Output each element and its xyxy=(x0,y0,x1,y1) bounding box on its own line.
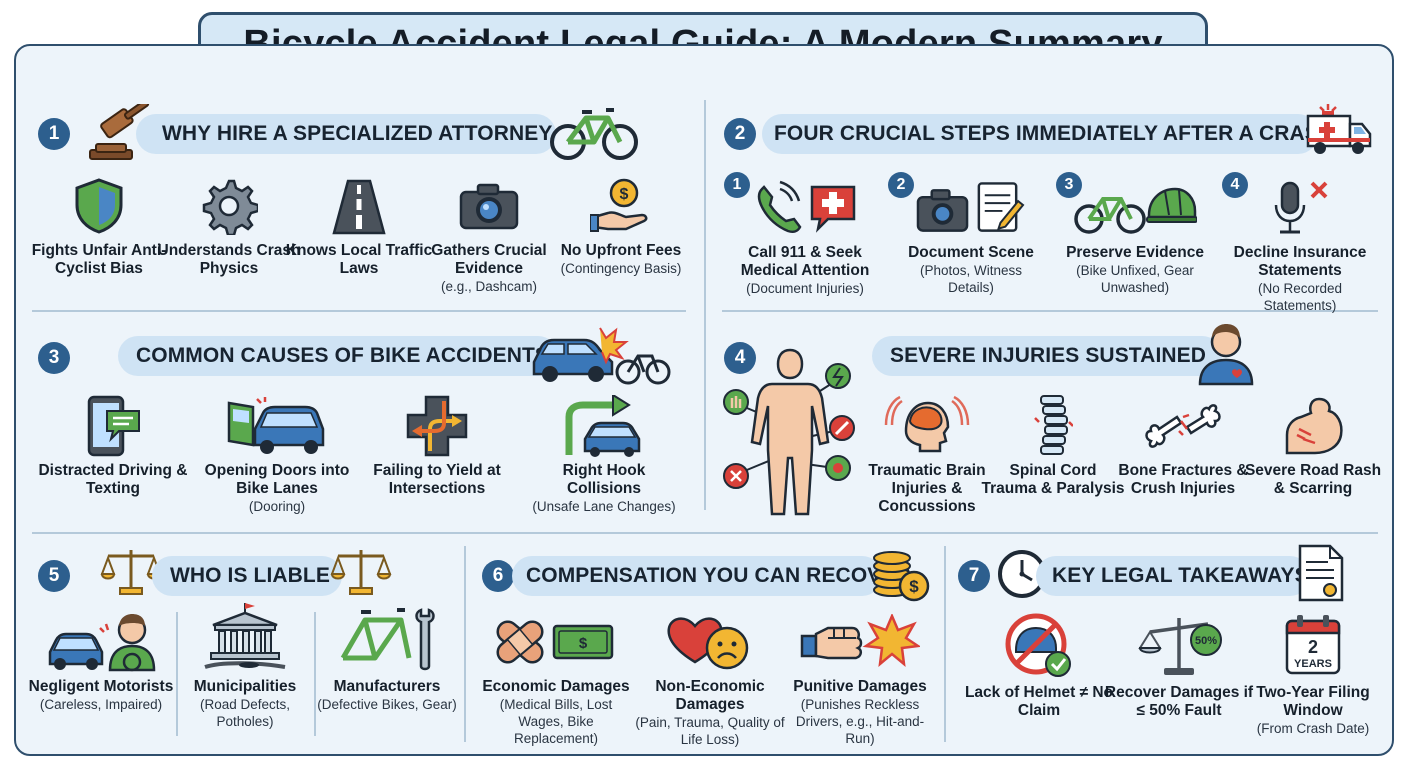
svg-text:$: $ xyxy=(579,635,588,652)
takeaway-item: Lack of Helmet ≠ No Claim xyxy=(964,612,1114,720)
section-number: 4 xyxy=(724,342,756,374)
section-number: 5 xyxy=(38,560,70,592)
section-heading: KEY LEGAL TAKEAWAYS xyxy=(1036,556,1310,596)
divider xyxy=(176,612,178,736)
section-number: 1 xyxy=(38,118,70,150)
injury-item: Bone Fractures & Crush Injuries xyxy=(1108,396,1258,498)
right-turn-icon xyxy=(559,395,649,457)
section-heading: COMPENSATION YOU CAN RECOVER xyxy=(512,556,911,596)
svg-text:$: $ xyxy=(620,186,629,203)
car-door-icon xyxy=(227,396,327,456)
section-number: 2 xyxy=(724,118,756,150)
accident-cause-item: Opening Doors into Bike Lanes (Dooring) xyxy=(202,396,352,515)
clock-icon xyxy=(996,548,1048,600)
bandage-cash-icon: $ xyxy=(496,612,616,672)
phone-icon xyxy=(750,178,860,238)
brain-icon xyxy=(882,395,972,456)
accident-cause-item: Right Hook Collisions (Unsafe Lane Chang… xyxy=(524,395,684,515)
accident-cause-item: Failing to Yield at Intersections xyxy=(362,395,512,498)
patient-icon xyxy=(1196,322,1256,386)
helmet-check-icon xyxy=(1004,612,1074,678)
camera-notes-icon xyxy=(916,178,1026,238)
injury-item: Traumatic Brain Injuries & Concussions xyxy=(852,395,1002,516)
microphone-x-icon xyxy=(1268,178,1332,238)
section-heading: FOUR CRUCIAL STEPS IMMEDIATELY AFTER A C… xyxy=(762,114,1334,154)
divider xyxy=(32,310,686,312)
fist-impact-icon xyxy=(800,612,920,672)
crash-step-item: Document Scene (Photos, Witness Details) xyxy=(896,178,1046,296)
bike-helmet-icon xyxy=(1073,178,1197,238)
injury-item: Severe Road Rash & Scarring xyxy=(1238,396,1388,498)
compensation-item: $ Economic Damages (Medical Bills, Lost … xyxy=(478,612,634,747)
government-building-icon xyxy=(200,600,290,672)
bone-icon xyxy=(1143,396,1223,456)
liable-party-item: Manufacturers (Defective Bikes, Gear) xyxy=(312,606,462,713)
coin-hand-icon: $ xyxy=(589,176,653,236)
divider xyxy=(464,546,466,742)
svg-text:YEARS: YEARS xyxy=(1294,658,1332,670)
attorney-benefit-item: $ No Upfront Fees (Contingency Basis) xyxy=(546,176,696,277)
attorney-benefit-item: Understands Crash Physics xyxy=(154,176,304,278)
document-seal-icon xyxy=(1298,544,1344,602)
ambulance-icon xyxy=(1304,102,1374,158)
divider xyxy=(704,100,706,510)
step-number: 1 xyxy=(724,172,750,198)
driver-icon xyxy=(46,612,156,672)
bike-frame-wrench-icon xyxy=(332,606,442,672)
road-icon xyxy=(327,176,391,236)
divider xyxy=(944,546,946,742)
section-number: 3 xyxy=(38,342,70,374)
coins-icon: $ xyxy=(870,546,930,604)
body-injury-diagram-icon xyxy=(720,346,860,520)
step-number: 2 xyxy=(888,172,914,198)
section-heading: COMMON CAUSES OF BIKE ACCIDENTS xyxy=(118,336,558,376)
step-number: 4 xyxy=(1222,172,1248,198)
arm-icon xyxy=(1281,396,1345,456)
crash-step-item: Preserve Evidence (Bike Unfixed, Gear Un… xyxy=(1060,178,1210,296)
section-number: 6 xyxy=(482,560,514,592)
scales-icon xyxy=(330,546,392,596)
gavel-icon xyxy=(86,104,156,162)
takeaway-item: 50% Recover Damages if ≤ 50% Fault xyxy=(1104,612,1254,720)
liable-party-item: Municipalities (Road Defects, Potholes) xyxy=(170,600,320,730)
compensation-item: Non-Economic Damages (Pain, Trauma, Qual… xyxy=(630,612,790,748)
crash-step-item: Call 911 & Seek Medical Attention (Docum… xyxy=(730,178,880,297)
liable-party-item: Negligent Motorists (Careless, Impaired) xyxy=(26,612,176,713)
divider xyxy=(32,532,1378,534)
bicycle-icon xyxy=(548,104,640,162)
attorney-benefit-item: Gathers Crucial Evidence (e.g., Dashcam) xyxy=(414,176,564,295)
svg-text:2: 2 xyxy=(1308,637,1318,657)
compensation-item: Punitive Damages (Punishes Reckless Driv… xyxy=(782,612,938,747)
intersection-icon xyxy=(405,395,469,457)
section-heading: WHO IS LIABLE xyxy=(152,556,342,596)
accident-cause-item: Distracted Driving & Texting xyxy=(38,395,188,498)
section-heading: WHY HIRE A SPECIALIZED ATTORNEY xyxy=(136,114,556,154)
injury-item: Spinal Cord Trauma & Paralysis xyxy=(980,395,1126,498)
divider xyxy=(722,310,1378,312)
step-number: 3 xyxy=(1056,172,1082,198)
section-number: 7 xyxy=(958,560,990,592)
section-heading: SEVERE INJURIES SUSTAINED xyxy=(872,336,1222,376)
svg-text:50%: 50% xyxy=(1195,635,1217,647)
divider xyxy=(314,612,316,736)
camera-icon xyxy=(457,176,521,236)
crash-step-item: Decline Insurance Statements (No Recorde… xyxy=(1222,178,1378,314)
shield-icon xyxy=(67,176,131,236)
car-bike-collision-icon xyxy=(530,322,672,386)
svg-text:$: $ xyxy=(909,577,919,596)
spine-icon xyxy=(1021,395,1085,456)
heart-sad-icon xyxy=(665,612,755,672)
attorney-benefit-item: Knows Local Traffic Laws xyxy=(284,176,434,278)
scale-50-icon: 50% xyxy=(1134,612,1224,678)
gear-icon xyxy=(197,176,261,236)
attorney-benefit-item: Fights Unfair Anti-Cyclist Bias xyxy=(24,176,174,278)
smartphone-icon xyxy=(81,395,145,457)
